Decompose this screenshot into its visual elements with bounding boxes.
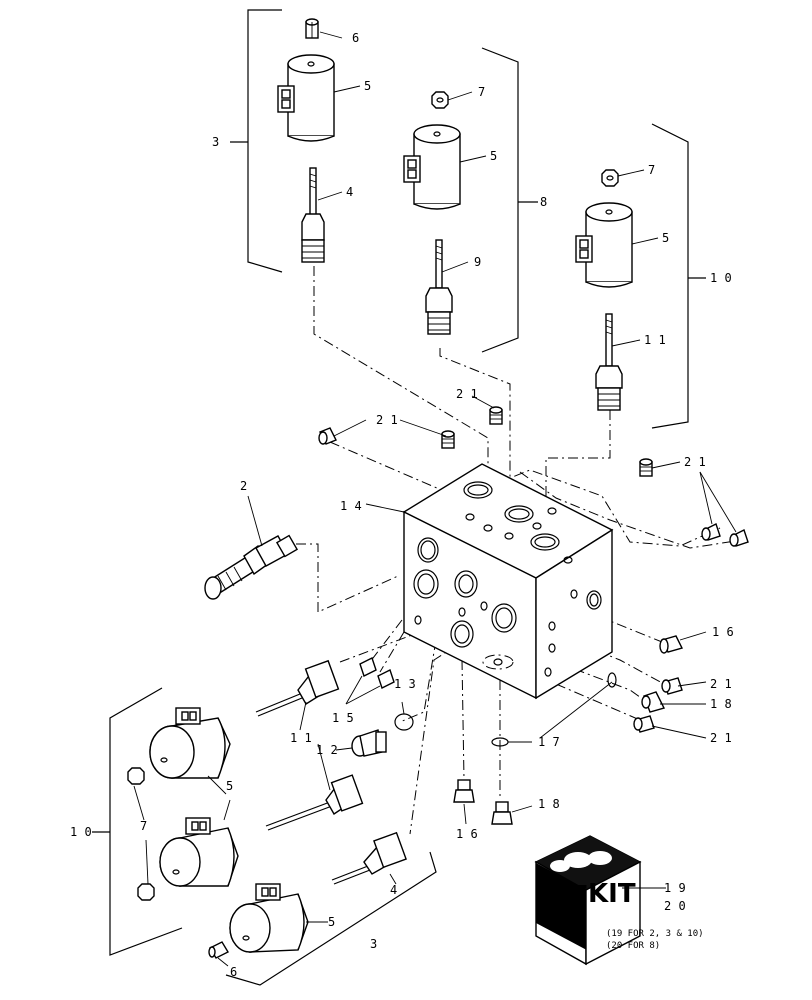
bracket-10-left bbox=[92, 687, 183, 956]
valve-stem-11-lower bbox=[265, 774, 364, 831]
plug-21-far-left bbox=[318, 427, 337, 445]
callout-5-b: 5 bbox=[490, 149, 497, 163]
nut-7-right bbox=[601, 169, 619, 187]
bottom-port-ring bbox=[482, 654, 514, 670]
callout-6-top: 6 bbox=[352, 31, 359, 45]
callout-8: 8 bbox=[540, 195, 547, 209]
callout-10-right: 1 0 bbox=[710, 271, 732, 285]
callouts: 6 5 3 4 7 5 8 9 7 5 1 0 1 1 2 1 2 1 2 1 … bbox=[70, 31, 734, 979]
plug-15-a bbox=[359, 657, 377, 677]
nut-6-bottom bbox=[208, 941, 229, 959]
coil-5-d bbox=[149, 707, 231, 779]
callout-2: 2 bbox=[240, 479, 247, 493]
valve-stem-4-top bbox=[301, 167, 325, 263]
plug-21-right-c bbox=[729, 529, 749, 547]
valve-block bbox=[402, 463, 614, 700]
callout-21-a: 2 1 bbox=[456, 387, 478, 401]
valve-stem-4-bottom bbox=[331, 831, 407, 885]
callout-21-b: 2 1 bbox=[376, 413, 398, 427]
callout-18-right: 1 8 bbox=[710, 697, 732, 711]
nut-7-mid bbox=[431, 91, 449, 109]
callout-3-bottom: 3 bbox=[370, 937, 377, 951]
kit-note-19: (19 FOR 2, 3 & 10) bbox=[606, 929, 704, 939]
callout-5-a: 5 bbox=[364, 79, 371, 93]
coil-5-f bbox=[229, 883, 309, 953]
nut-6-top bbox=[305, 18, 319, 39]
kit-note-20: (20 FOR 8) bbox=[606, 941, 660, 951]
plug-16-right bbox=[659, 635, 684, 654]
callout-4-top: 4 bbox=[346, 185, 353, 199]
callout-6-bottom: 6 bbox=[230, 965, 237, 979]
callout-5-f: 5 bbox=[328, 915, 335, 929]
callout-5-d: 5 bbox=[226, 779, 233, 793]
o-ring-17-right bbox=[607, 672, 617, 688]
callout-19: 1 9 bbox=[664, 881, 686, 895]
plug-12 bbox=[351, 729, 387, 757]
side-ports bbox=[544, 589, 602, 677]
bracket-3-bottom bbox=[225, 851, 437, 986]
plug-16-bottom bbox=[453, 779, 475, 803]
plug-21-top-mid bbox=[489, 406, 503, 425]
valve-stem-9 bbox=[425, 239, 453, 335]
nut-7-lower-a bbox=[127, 767, 145, 785]
plug-18-bottom bbox=[491, 801, 513, 825]
callout-11-lower: 1 1 bbox=[290, 731, 312, 745]
top-ports bbox=[463, 481, 573, 564]
kit-label-left: KIT bbox=[539, 881, 587, 911]
bracket-8 bbox=[481, 47, 538, 353]
bracket-10-right bbox=[651, 123, 706, 429]
callout-14: 1 4 bbox=[340, 499, 362, 513]
callout-16-right: 1 6 bbox=[712, 625, 734, 639]
kit-label-right: KIT bbox=[588, 879, 636, 909]
kit-box: KIT KIT bbox=[534, 835, 642, 966]
callout-21-d: 2 1 bbox=[710, 677, 732, 691]
bracket-3-top bbox=[230, 9, 283, 273]
coil-5-e bbox=[159, 817, 239, 887]
front-ports bbox=[413, 537, 517, 648]
coil-5-a bbox=[277, 54, 335, 142]
callout-9: 9 bbox=[474, 255, 481, 269]
leader-lines bbox=[133, 31, 737, 967]
callout-13: 1 3 bbox=[394, 677, 416, 691]
plug-21-right-a bbox=[639, 458, 653, 477]
callout-7-mid: 7 bbox=[478, 85, 485, 99]
callout-21-c: 2 1 bbox=[684, 455, 706, 469]
plug-18-right bbox=[641, 691, 666, 713]
callout-10-left: 1 0 bbox=[70, 825, 92, 839]
callout-21-e: 2 1 bbox=[710, 731, 732, 745]
callout-17: 1 7 bbox=[538, 735, 560, 749]
coil-5-c bbox=[575, 202, 633, 288]
o-ring-13 bbox=[394, 713, 414, 731]
callout-15: 1 5 bbox=[332, 711, 354, 725]
callout-3-top: 3 bbox=[212, 135, 219, 149]
callout-11-right: 1 1 bbox=[644, 333, 666, 347]
plug-21-right-e bbox=[633, 715, 655, 733]
callout-16-bottom: 1 6 bbox=[456, 827, 478, 841]
callout-7-lower: 7 bbox=[140, 819, 147, 833]
coil-5-b bbox=[403, 124, 461, 210]
callout-20: 2 0 bbox=[664, 899, 686, 913]
callout-18-bottom: 1 8 bbox=[538, 797, 560, 811]
callout-12: 1 2 bbox=[316, 743, 338, 757]
plug-15-b bbox=[377, 669, 395, 689]
callout-7-right: 7 bbox=[648, 163, 655, 177]
nut-7-lower-b bbox=[137, 883, 155, 901]
valve-stem-11-upper bbox=[255, 659, 340, 717]
valve-stem-11-right bbox=[595, 313, 623, 411]
callout-4-bottom: 4 bbox=[390, 883, 397, 897]
sensor-2 bbox=[204, 534, 299, 600]
plug-21-top-left bbox=[441, 430, 455, 449]
plug-21-right-b bbox=[701, 523, 721, 541]
plug-21-right-d bbox=[661, 677, 683, 695]
callout-5-c: 5 bbox=[662, 231, 669, 245]
